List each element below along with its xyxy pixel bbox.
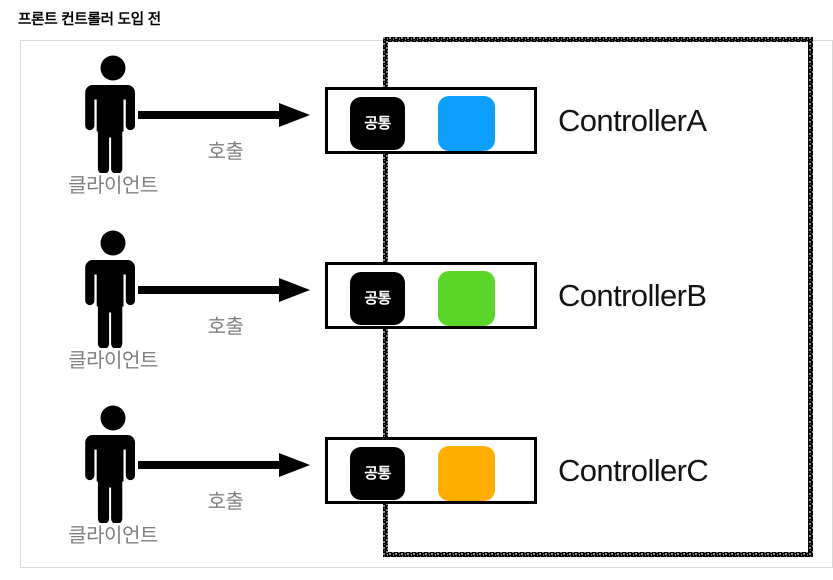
client-group: 클라이언트 bbox=[48, 230, 178, 372]
flow-row: 클라이언트 호출 공통 ControllerB bbox=[0, 222, 833, 397]
controller-logic-chip bbox=[438, 271, 495, 326]
controller-box[interactable]: 공통 bbox=[325, 87, 537, 154]
arrow-right-icon bbox=[138, 452, 318, 478]
call-arrow-label: 호출 bbox=[207, 316, 244, 338]
person-icon bbox=[48, 230, 178, 353]
common-module-chip: 공통 bbox=[350, 447, 405, 500]
common-module-chip: 공통 bbox=[350, 272, 405, 325]
arrow-right-icon bbox=[138, 102, 318, 128]
client-group: 클라이언트 bbox=[48, 405, 178, 547]
client-label: 클라이언트 bbox=[68, 175, 158, 197]
common-module-chip: 공통 bbox=[350, 97, 405, 150]
call-arrow-group: 호출 bbox=[138, 277, 318, 357]
common-module-label: 공통 bbox=[364, 115, 391, 132]
controller-name: ControllerC bbox=[558, 453, 709, 488]
arrow-right-icon bbox=[138, 277, 318, 303]
call-arrow-group: 호출 bbox=[138, 452, 318, 532]
controller-logic-chip bbox=[438, 96, 495, 151]
controller-box[interactable]: 공통 bbox=[325, 437, 537, 504]
common-module-label: 공통 bbox=[364, 290, 391, 307]
client-label: 클라이언트 bbox=[68, 350, 158, 372]
call-arrow-label: 호출 bbox=[207, 491, 244, 513]
call-arrow-label: 호출 bbox=[207, 141, 244, 163]
common-module-label: 공통 bbox=[364, 465, 391, 482]
call-arrow-group: 호출 bbox=[138, 102, 318, 182]
page-title: 프론트 컨트롤러 도입 전 bbox=[18, 12, 161, 28]
controller-name: ControllerA bbox=[558, 103, 707, 138]
person-icon bbox=[48, 55, 178, 178]
controller-name: ControllerB bbox=[558, 278, 707, 313]
client-label: 클라이언트 bbox=[68, 525, 158, 547]
controller-box[interactable]: 공통 bbox=[325, 262, 537, 329]
client-group: 클라이언트 bbox=[48, 55, 178, 197]
controller-logic-chip bbox=[438, 446, 495, 501]
flow-row: 클라이언트 호출 공통 ControllerC bbox=[0, 397, 833, 572]
person-icon bbox=[48, 405, 178, 528]
flow-row: 클라이언트 호출 공통 ControllerA bbox=[0, 47, 833, 222]
